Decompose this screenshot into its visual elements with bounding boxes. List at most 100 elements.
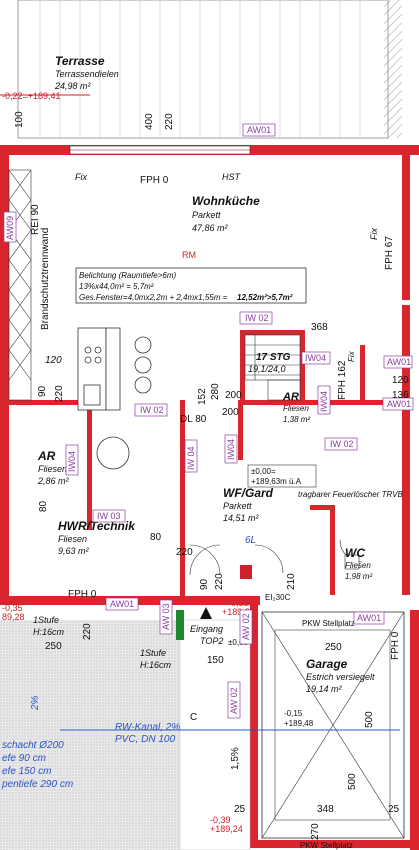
fph162: FPH 162 [337,360,348,400]
tag-iw04-b: IW04 [226,439,236,460]
tag-iw02-c: IW 02 [330,439,354,449]
level-abs-label: +189,63m ü.A [251,477,302,486]
wall-tags: AW01 AW01 AW01 AW01 AW01 AW09 IW 02 IW 0… [3,123,414,719]
level-garage-2: +189,48 [284,719,314,728]
pct-15-label: 1,5% [230,747,241,770]
dim-152: 152 [197,388,208,405]
belichtung-line3b: 12,52m²>5,7m² [237,293,293,302]
wf-area: 14,51 m² [223,513,260,523]
dim-25-left: 25 [234,804,246,815]
schacht-4: pentiefe 290 cm [1,779,73,790]
tag-iw04-d: IW04 [305,353,326,363]
level-zero: ±0,00 [228,638,249,647]
tag-aw02-b: AW 02 [241,613,251,640]
schacht-1: schacht Ø200 [2,740,64,751]
dim-348: 348 [317,804,334,815]
wc-area: 1,98 m² [345,572,372,581]
dim-80-left: 80 [38,500,49,512]
dim-270: 270 [310,823,321,840]
tag-iw02-a: IW 02 [245,313,269,323]
dim-136: 136 [392,390,409,401]
level-left-2: 89,28 [2,612,25,622]
garage-title: Garage [306,657,348,671]
tag-aw01-right: AW01 [387,357,411,367]
kanal-line1: RW-Kanal, 2% [115,722,180,733]
dim-200-b: 200 [222,407,239,418]
dim-90-mid: 90 [199,578,210,590]
el30c-label: EI₂30C [265,593,291,602]
tag-iw02-b: IW 02 [140,405,164,415]
belichtung-line1: Belichtung (Raumtiefe>6m) [79,271,176,280]
pkw-top-label: PKW Stellplatz [302,619,355,628]
belichtung-box [75,267,307,304]
fix-1: Fix [75,172,87,182]
schacht-2: efe 90 cm [2,753,46,764]
top-openings [69,145,410,305]
ar-left-title: AR [37,449,56,463]
stufe2-label: 1Stufe [140,648,166,658]
six-l-label: 6L [245,535,256,546]
wc-title: WC [345,546,365,560]
dim-220-mid: 220 [176,547,193,558]
belichtung-line2: 13%x44,0m² = 5,7m² [79,282,154,291]
level-bottom-1: -0,39 [210,815,231,825]
wohnkueche-sub: Parkett [192,210,221,220]
belichtung-line3a: Ges.Fenster=4,0mx2,2m + 2,4mx1,55m = [79,293,228,302]
dim-100: 100 [14,111,25,128]
terrasse-sub: Terrassendielen [55,69,119,79]
feuerloescher-label: tragbarer Feuerlöscher TRVB [298,490,403,499]
tag-iw04-e: IW04 [319,391,329,412]
wc-sub: Fliesen [345,561,371,570]
top2-label: TOP2 [200,636,223,646]
stair-title: 17 STG [256,352,291,363]
dim-90: 90 [37,385,48,397]
stufe1-label: 1Stufe [33,615,59,625]
dim-368: 368 [311,322,328,333]
kitchen-island [77,327,152,411]
level-mid-1: -0,35 [228,598,249,608]
garage-sub: Estrich versiegelt [306,672,375,682]
brandschutz-label: Brandschutztrennwand [40,228,51,330]
tag-aw01-top: AW01 [247,125,271,135]
dimensions: 100 400 220 Fix FPH 0 HST Fix FPH 67 368… [14,111,409,840]
hwr-title: HWR/Technik [58,519,136,533]
dim-500-mid: 500 [347,773,358,790]
dim-80-mid: 80 [150,532,162,543]
level-garage-1: -0,15 [284,709,303,718]
level-label: ±0,00= [251,467,276,476]
fire-wall [8,169,32,401]
washer-symbol [96,436,130,470]
stufe1-h: H:16cm [33,627,65,637]
dim-120-left: 120 [45,355,62,366]
dim-150: 150 [207,655,224,666]
ar-right-area: 1,38 m² [283,415,310,424]
stufe2-h: H:16cm [140,660,172,670]
dim-220-top: 220 [164,113,175,130]
entry-marker [176,565,252,640]
wf-title: WF/Gard [223,486,274,500]
tag-iw03: IW 03 [97,511,121,521]
door-swings [189,539,363,576]
fix-2: Fix [369,228,379,240]
fph67: FPH 67 [384,236,395,270]
tag-iw04-a: IW04 [67,451,77,472]
fph0-garage: FPH 0 [390,631,401,660]
dim-500: 500 [364,711,375,728]
hwr-area: 9,63 m² [58,546,90,556]
rei-label: REI 90 [30,204,41,235]
tag-aw02-a: AW 02 [229,687,239,714]
terrasse-area: 24,98 m² [54,81,92,91]
paved-area [0,619,400,850]
ar-left-sub: Fliesen [38,464,67,474]
eingang-label: Eingang [190,624,223,634]
level-left-1: -0,35 [2,603,23,613]
wohnkueche-title: Wohnküche [192,194,260,208]
level-terrace: -0,22=+189,41 [2,91,61,101]
pkw-bottom-label: PKW Stellplatz [300,841,353,850]
dim-210: 210 [286,573,297,590]
dim-220-left: 220 [54,385,65,402]
dim-400: 400 [144,113,155,130]
dim-220-bottom: 220 [82,623,93,640]
